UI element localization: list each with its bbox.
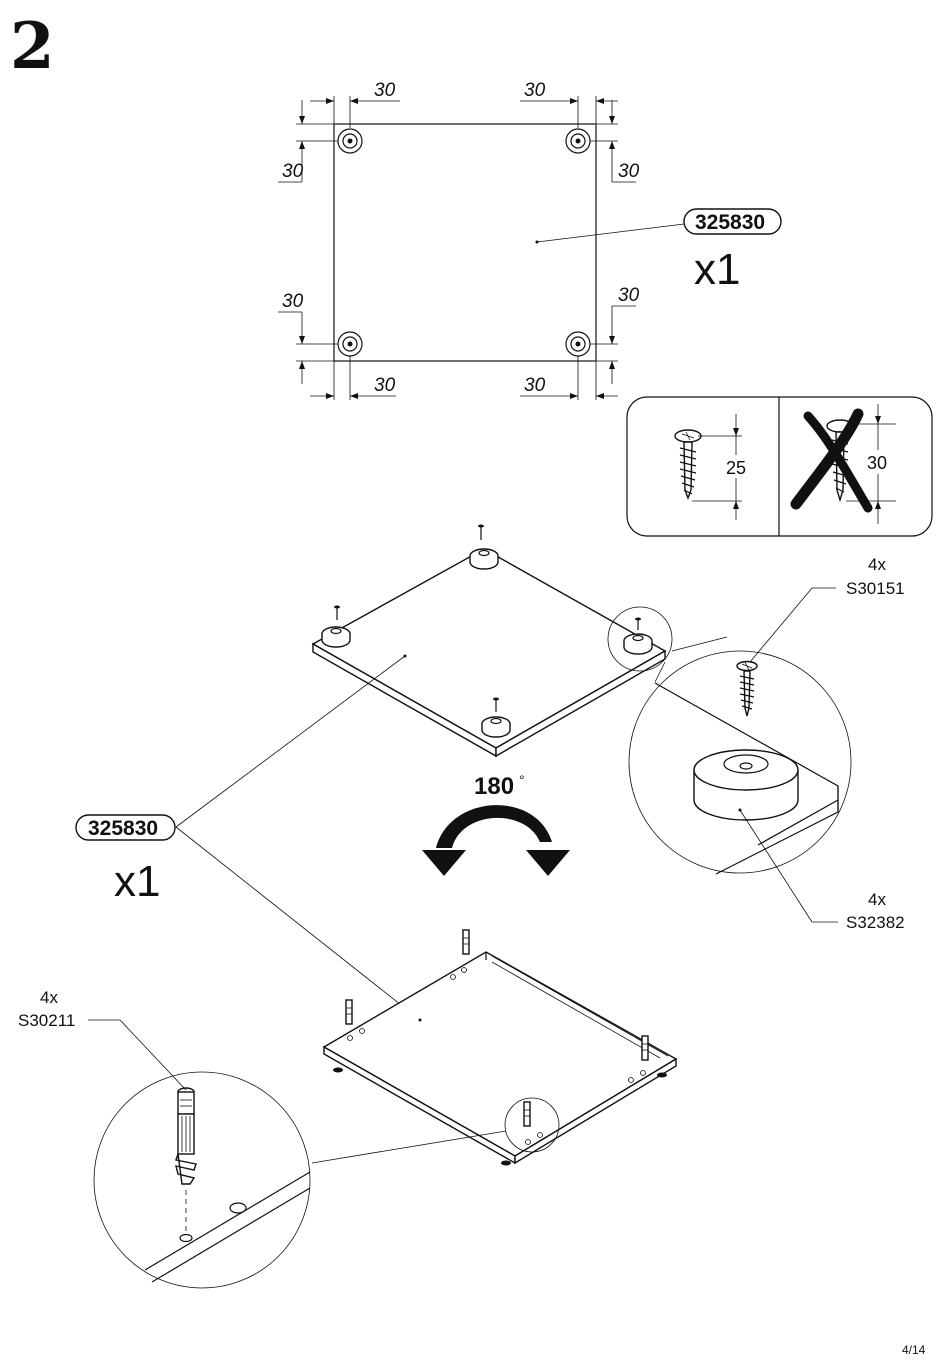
part-number: 325830 <box>88 817 158 840</box>
foot-marker <box>565 128 591 154</box>
lower-panel-isometric <box>322 929 678 1166</box>
dowel-icon <box>523 1101 531 1127</box>
foot-marker <box>337 331 363 357</box>
foot-detail-callout: 4x S30151 4x S32382 <box>628 555 905 932</box>
screw-length-panel: 25 30 <box>626 396 933 537</box>
dowel-detail-callout: 4x S30211 <box>18 988 507 1289</box>
dimension-label: 30 <box>282 161 304 182</box>
wrong-length-label: 30 <box>867 453 887 473</box>
dimension-label: 30 <box>374 375 396 396</box>
dimension-label: 30 <box>524 375 546 396</box>
part-label-badge <box>683 208 782 235</box>
dowel-code: S30211 <box>18 1011 75 1030</box>
dimension-label: 30 <box>282 291 304 312</box>
dimension-label: 30 <box>618 161 640 182</box>
foot-marker <box>565 331 591 357</box>
dowel-icon <box>345 999 353 1025</box>
page-number: 4/14 <box>902 1343 926 1357</box>
rotate-arrow-icon <box>422 805 570 876</box>
foot-quantity: 4x <box>868 890 886 909</box>
screw-quantity: 4x <box>868 555 886 574</box>
top-view-panel: 30 30 30 30 30 30 30 30 325830 x1 <box>278 80 782 400</box>
foot-marker <box>337 128 363 154</box>
correct-length-label: 25 <box>726 458 746 478</box>
side-part-label: 325830 x1 <box>75 655 421 1021</box>
part-quantity: x1 <box>114 857 160 906</box>
part-quantity: x1 <box>694 245 740 294</box>
rotation-angle: 180 <box>474 773 514 800</box>
dimension-arrowheads <box>299 98 615 399</box>
part-number: 325830 <box>695 211 765 234</box>
foot-with-screw <box>623 617 653 655</box>
dimension-label: 30 <box>618 285 640 306</box>
step-number: 2 <box>10 9 55 84</box>
upper-panel-isometric <box>311 524 673 758</box>
foot-code: S32382 <box>846 913 905 932</box>
dowel-icon <box>462 929 470 955</box>
dowel-icon <box>175 1087 197 1185</box>
dowel-icon <box>641 1035 649 1061</box>
dimension-label: 30 <box>374 80 396 101</box>
dimension-label: 30 <box>524 80 546 101</box>
screw-icon <box>736 660 758 717</box>
dowel-quantity: 4x <box>40 988 58 1007</box>
screw-code: S30151 <box>846 579 905 598</box>
foot-with-screw <box>469 524 499 570</box>
foot-with-screw <box>481 697 511 738</box>
dimension-lines <box>278 96 636 400</box>
foot-with-screw <box>321 605 351 648</box>
degree-symbol: ° <box>519 772 525 788</box>
correct-screw-icon <box>674 429 702 500</box>
cross-out-icon <box>790 408 873 513</box>
